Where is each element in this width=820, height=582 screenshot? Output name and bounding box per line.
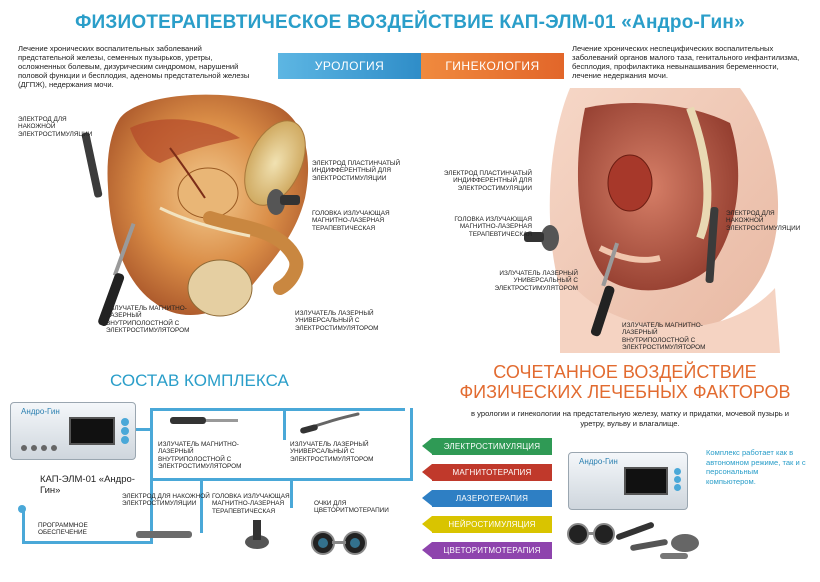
- combined-subtitle: в урологии и гинекологии на предстательн…: [470, 409, 790, 428]
- female-label-electrode-skin: ЭЛЕКТРОД ДЛЯ НАКОЖНОЙ ЭЛЕКТРОСТИМУЛЯЦИИ: [726, 210, 801, 232]
- page-title: ФИЗИОТЕРАПЕВТИЧЕСКОЕ ВОЗДЕЙСТВИЕ КАП-ЭЛМ…: [75, 12, 745, 33]
- laser-head-icon: [267, 189, 300, 215]
- kit-laser-head-icon: [245, 520, 269, 549]
- female-label-emitter-universal: ИЗЛУЧАТЕЛЬ ЛАЗЕРНЫЙ УНИВЕРСАЛЬНЫЙ С ЭЛЕК…: [494, 270, 578, 292]
- urology-description: Лечение хронических воспалительных забол…: [18, 44, 250, 89]
- device-buttons: [119, 417, 131, 445]
- kit-emitter-universal-icon: [300, 412, 360, 434]
- kit-glasses-icon: [311, 531, 367, 555]
- kit-device-name: КАП-ЭЛМ-01 «Андро-Гин»: [40, 474, 135, 496]
- tab-urology: УРОЛОГИЯ: [278, 53, 421, 79]
- female-label-emitter-cavity: ИЗЛУЧАТЕЛЬ МАГНИТНО-ЛАЗЕРНЫЙ ВНУТРИПОЛОС…: [622, 322, 706, 352]
- emitter-cavity-probe-icon: [98, 223, 136, 326]
- gynecology-description: Лечение хронических неспецифических восп…: [572, 44, 800, 80]
- device-brand-label: Андро-Гин: [21, 407, 60, 416]
- combined-device-screen: [624, 467, 668, 495]
- female-laser-head-icon: [524, 225, 559, 251]
- male-anatomy-illustration: [107, 94, 309, 317]
- combined-title-line2: ФИЗИЧЕСКИХ ЛЕЧЕБНЫХ ФАКТОРОВ: [459, 382, 791, 402]
- factor-item: ЛАЗЕРОТЕРАПИЯ: [422, 490, 552, 507]
- male-label-emitter-universal: ИЗЛУЧАТЕЛЬ ЛАЗЕРНЫЙ УНИВЕРСАЛЬНЫЙ С ЭЛЕК…: [295, 310, 379, 332]
- factor-item: ЦВЕТОРИТМОТЕРАПИЯ: [422, 542, 552, 559]
- male-label-electrode-plate: ЭЛЕКТРОД ПЛАСТИНЧАТЫЙ ИНДИФФЕРЕНТНЫЙ ДЛЯ…: [312, 160, 401, 182]
- kit-label-electrode-skin: ЭЛЕКТРОД ДЛЯ НАКОЖНОЙ ЭЛЕКТРОСТИМУЛЯЦИИ: [122, 493, 210, 508]
- kit-electrode-skin-icon: [136, 531, 192, 538]
- combined-device-brand: Андро-Гин: [579, 457, 618, 466]
- kit-label-laser-head: ГОЛОВКА ИЗЛУЧАЮЩАЯ МАГНИТНО-ЛАЗЕРНАЯ ТЕР…: [212, 493, 290, 515]
- device-ports: [21, 445, 61, 451]
- kit-label-glasses: ОЧКИ ДЛЯ ЦВЕТОРИТМОТЕРАПИИ: [314, 500, 389, 515]
- factor-item: МАГНИТОТЕРАПИЯ: [422, 464, 552, 481]
- female-emitter-probe-icon: [590, 242, 620, 337]
- kit-label-software: ПРОГРАММНОЕ ОБЕСПЕЧЕНИЕ: [38, 522, 88, 537]
- factor-item: НЕЙРОСТИМУЛЯЦИЯ: [422, 516, 552, 533]
- kit-label-emitter-cavity: ИЗЛУЧАТЕЛЬ МАГНИТНО-ЛАЗЕРНЫЙ ВНУТРИПОЛОС…: [158, 441, 242, 471]
- combined-accessories-illustration: [567, 522, 699, 559]
- combined-note: Комплекс работает как в автономном режим…: [706, 448, 806, 486]
- tab-gynecology: ГИНЕКОЛОГИЯ: [421, 53, 564, 79]
- combined-device-buttons: [673, 467, 683, 495]
- kit-device: Андро-Гин: [10, 402, 136, 460]
- electrode-skin-icon: [81, 132, 103, 198]
- kit-emitter-cavity-icon: [170, 417, 238, 424]
- male-label-emitter-cavity: ИЗЛУЧАТЕЛЬ МАГНИТНО-ЛАЗЕРНЫЙ ВНУТРИПОЛОС…: [106, 305, 190, 335]
- female-label-laser-head: ГОЛОВКА ИЗЛУЧАЮЩАЯ МАГНИТНО-ЛАЗЕРНАЯ ТЕР…: [454, 216, 532, 238]
- male-label-laser-head: ГОЛОВКА ИЗЛУЧАЮЩАЯ МАГНИТНО-ЛАЗЕРНАЯ ТЕР…: [312, 210, 390, 232]
- kit-label-emitter-universal: ИЗЛУЧАТЕЛЬ ЛАЗЕРНЫЙ УНИВЕРСАЛЬНЫЙ С ЭЛЕК…: [290, 441, 374, 463]
- factor-item: ЭЛЕКТРОСТИМУЛЯЦИЯ: [422, 438, 552, 455]
- combined-title-line1: СОЧЕТАННОЕ ВОЗДЕЙСТВИЕ: [493, 362, 757, 382]
- device-screen: [69, 417, 115, 445]
- male-label-electrode-skin: ЭЛЕКТРОД ДЛЯ НАКОЖНОЙ ЭЛЕКТРОСТИМУЛЯЦИИ: [18, 116, 93, 138]
- female-electrode-skin-icon: [705, 207, 719, 283]
- combined-device: Андро-Гин: [568, 452, 688, 510]
- kit-section-title: СОСТАВ КОМПЛЕКСА: [110, 371, 289, 390]
- female-label-electrode-plate: ЭЛЕКТРОД ПЛАСТИНЧАТЫЙ ИНДИФФЕРЕНТНЫЙ ДЛЯ…: [443, 170, 532, 192]
